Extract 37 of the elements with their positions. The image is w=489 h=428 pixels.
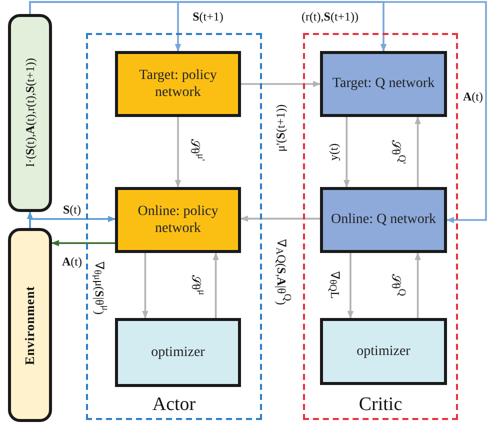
- arrow: [414, 116, 421, 187]
- edge-label: S(t): [63, 203, 81, 217]
- box-label: I·(S(t),A(t),r(t),S(t+1)): [22, 58, 38, 168]
- q-network-box: [320, 51, 447, 117]
- edge-label: A(t): [62, 255, 82, 269]
- q-network-box: [320, 187, 447, 253]
- arrow: [414, 252, 421, 318]
- replay-buffer-box: [8, 14, 52, 212]
- critic-group: [303, 33, 458, 420]
- arrow: [51, 240, 115, 246]
- edge-label: (r(t),S(t+1)): [301, 10, 359, 24]
- policy-network-box: [115, 51, 241, 117]
- edge-label: μ'(S(t+1)): [274, 104, 288, 152]
- box-label: optimizer: [150, 344, 206, 362]
- edge-label: S(t+1): [192, 10, 224, 24]
- edge-label: y(t): [327, 143, 341, 161]
- arrow: [212, 252, 219, 318]
- arrow: [241, 80, 321, 88]
- arrow: [343, 117, 350, 188]
- arrow: [347, 253, 354, 319]
- actor-group: [86, 33, 262, 420]
- box-label: Online: Q network: [330, 211, 437, 229]
- arrow: [29, 1, 487, 224]
- box-label: optimizer: [356, 342, 412, 360]
- environment-box: [8, 228, 52, 422]
- box-label: Environment: [22, 286, 38, 364]
- optimizer-box: [320, 318, 447, 385]
- arrow: [240, 215, 320, 222]
- optimizer-box: [115, 318, 241, 387]
- box-label: Target: Q network: [331, 75, 436, 93]
- arrow: [142, 253, 148, 319]
- arrow: [29, 216, 116, 228]
- box-label: Target: policy network: [138, 66, 218, 102]
- edge-label: A(t): [463, 90, 483, 104]
- arrow: [174, 117, 182, 188]
- policy-network-box: [115, 187, 241, 253]
- box-label: Online: policy network: [136, 202, 220, 238]
